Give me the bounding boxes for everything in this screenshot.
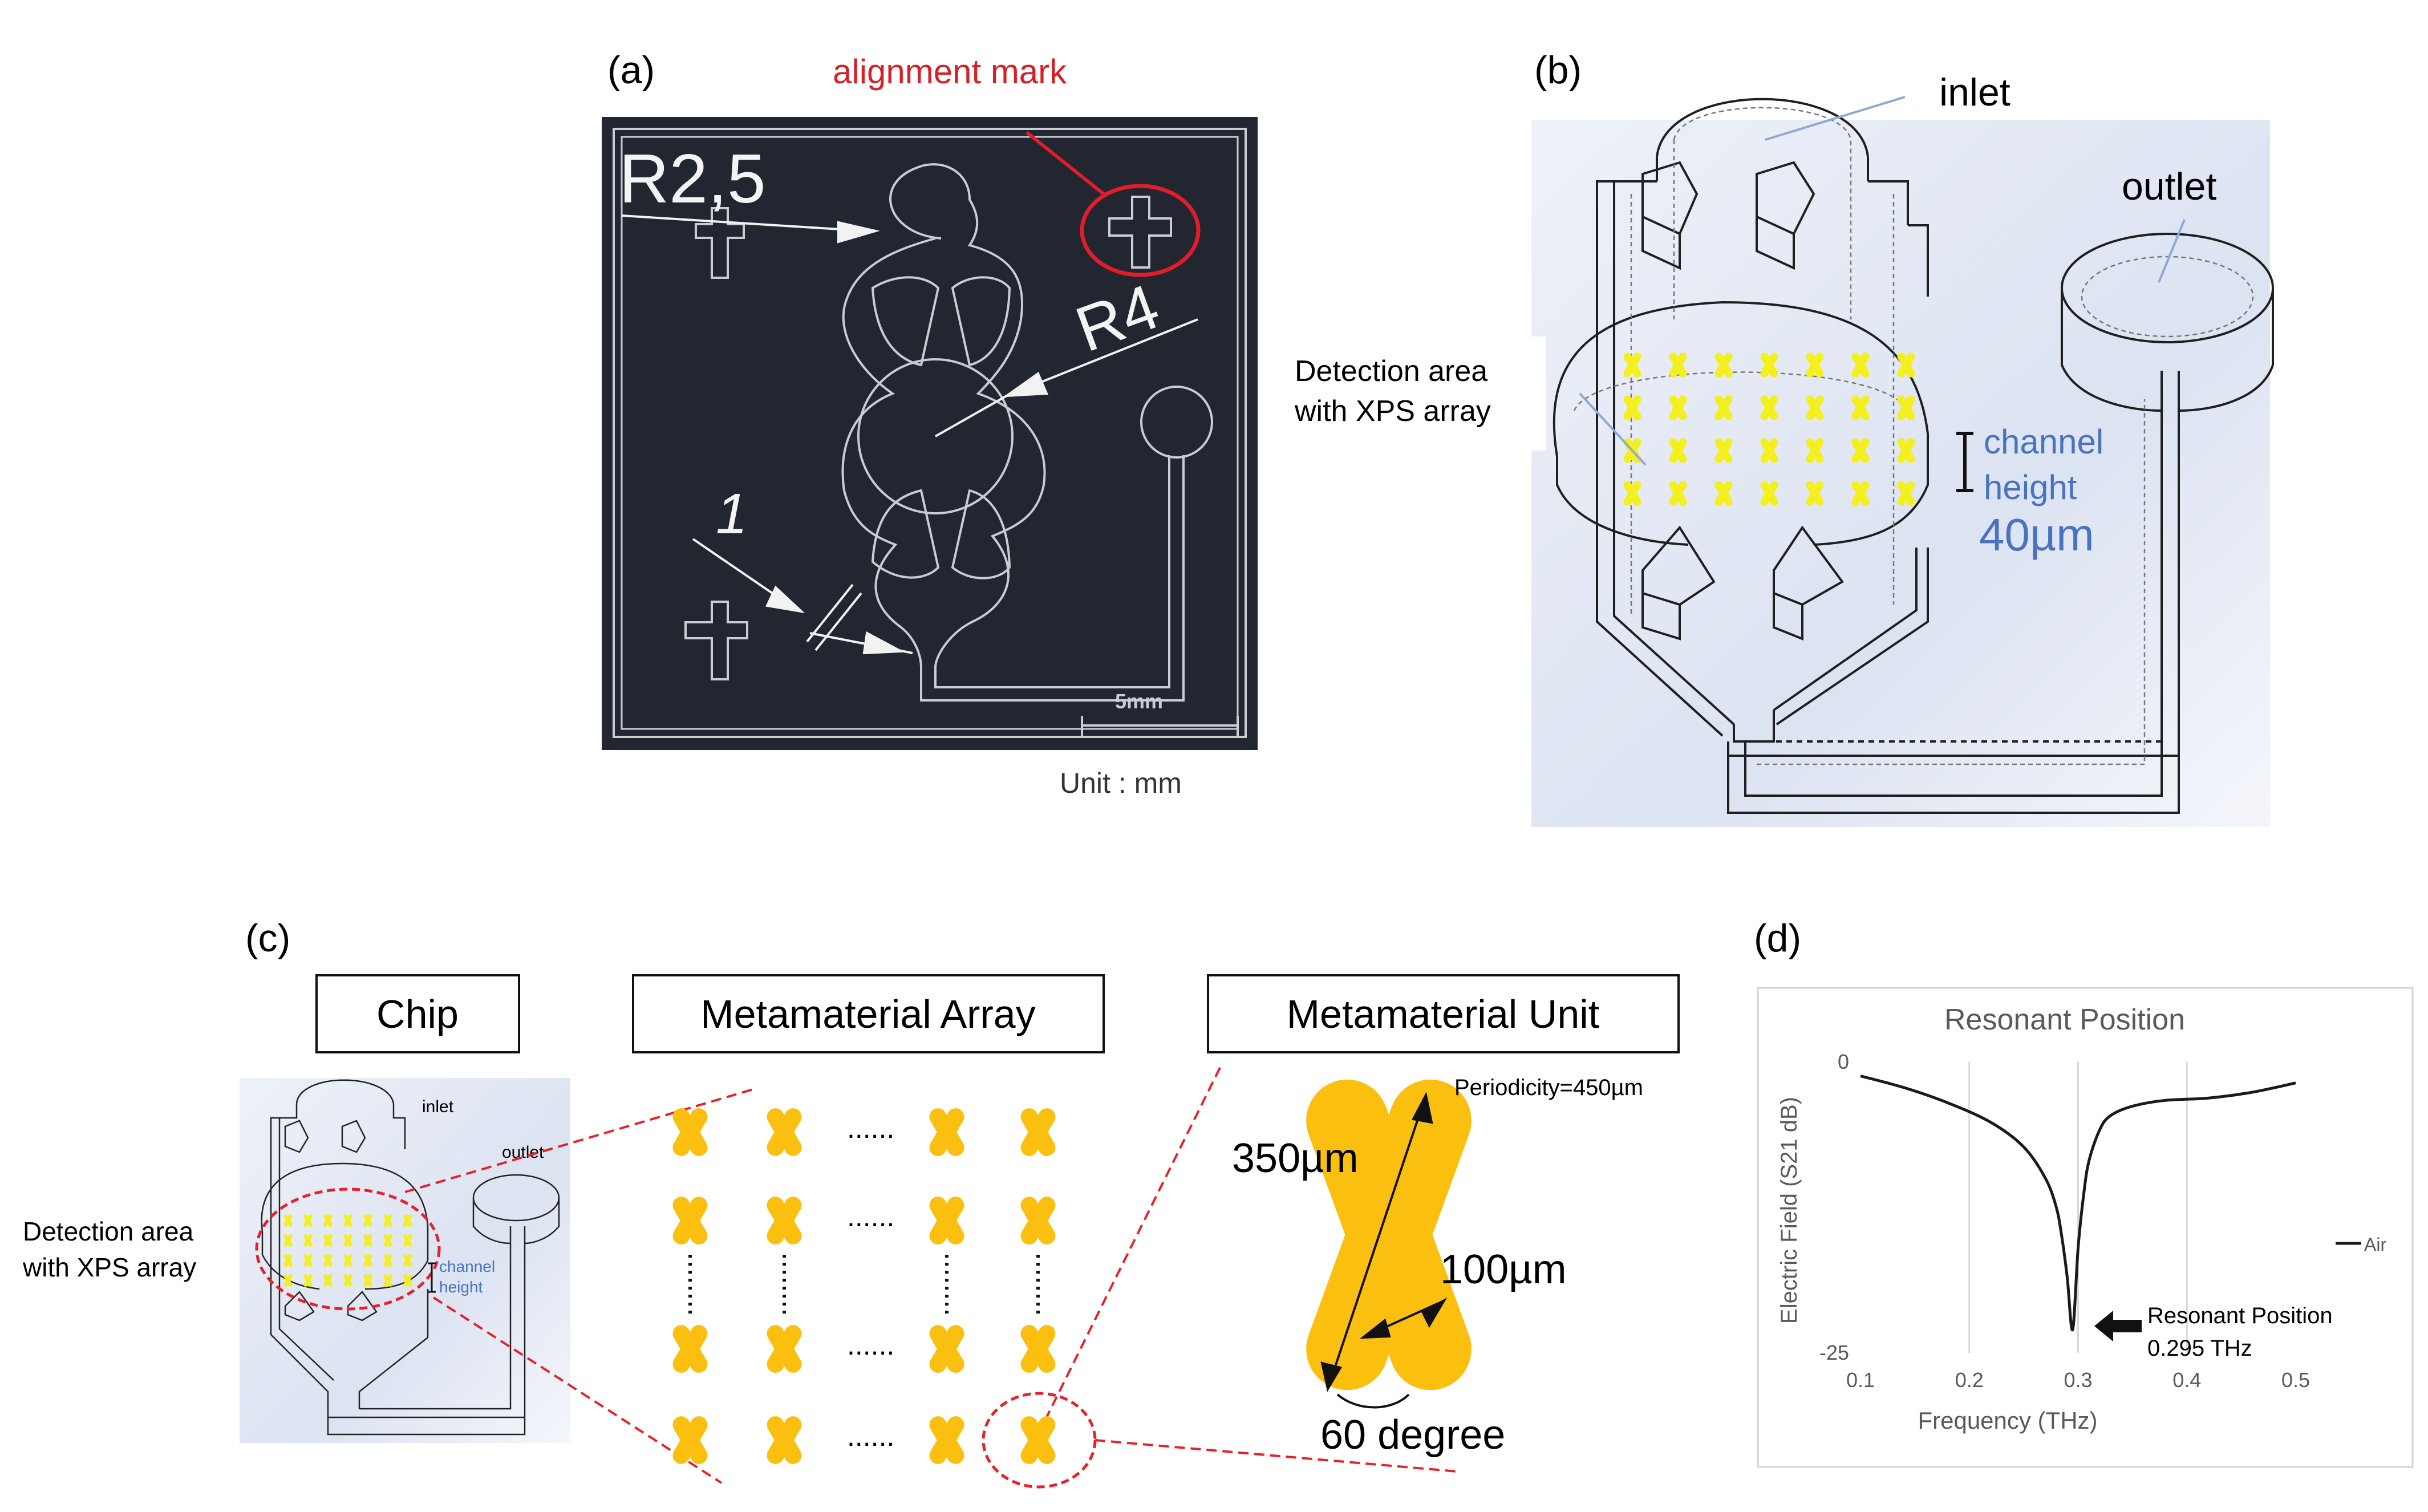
channel-outline (841, 163, 1213, 702)
detection-area-label-c-line2: with XPS array (22, 1252, 196, 1282)
array-ellipsis-row2: ...... (847, 1201, 894, 1233)
x-tick-label: 0.5 (2281, 1368, 2310, 1392)
panel-b-label: (b) (1534, 48, 1582, 92)
dim-1: 1 (716, 482, 748, 546)
chip-outline-inner (621, 136, 1239, 730)
detection-area-label-c-line1: Detection area (23, 1217, 194, 1246)
x-tick-label: 0.2 (1955, 1368, 1984, 1392)
metamaterial-unit (1306, 1079, 1472, 1391)
series-line-air (1860, 1075, 2296, 1332)
array-vertical-dots (688, 1255, 1040, 1315)
dimension-lines (621, 214, 1198, 655)
cross-mark-top-left (695, 207, 745, 279)
x-tick-label: 0.4 (2172, 1368, 2201, 1392)
height-value-b: 40µm (1979, 509, 2094, 560)
metamaterial-array (670, 1105, 1059, 1468)
panel-d: (d) Resonant Position 0 -25 0.1 0.2 0.3 … (1754, 917, 2414, 1468)
resonance-annotation-line1: Resonant Position (2147, 1303, 2333, 1328)
dim-r25: R2,5 (619, 140, 766, 217)
scale-bar (1081, 716, 1239, 736)
alignment-mark-circle (1080, 184, 1201, 277)
height-label-b: height (1984, 468, 2077, 506)
zoom-lines (404, 1066, 1458, 1484)
unit-selection-circle (982, 1392, 1097, 1489)
panel-b-background (1531, 120, 2270, 827)
cross-mark-top-right (1108, 196, 1172, 269)
mini-inlet-label: inlet (422, 1097, 454, 1116)
x-tick-label: 0.3 (2064, 1368, 2092, 1392)
resonance-arrow (2094, 1311, 2142, 1341)
alignment-mark-leader (1025, 131, 1105, 196)
mini-chip-model (261, 1079, 560, 1436)
panel-c-label: (c) (245, 917, 290, 960)
y-tick-label: 0 (1838, 1050, 1849, 1073)
array-ellipsis-row1: ...... (847, 1112, 894, 1144)
panel-b: (b) (1294, 48, 2274, 827)
width-label: 100µm (1440, 1247, 1567, 1292)
resonance-annotation-line2: 0.295 THz (2147, 1336, 2252, 1361)
chart-title: Resonant Position (1944, 1003, 2185, 1036)
angle-label: 60 degree (1320, 1412, 1505, 1458)
unit-dimension-arrows (1320, 1092, 1448, 1409)
unit-title: Metamaterial Unit (1287, 992, 1600, 1036)
length-label: 350µm (1232, 1136, 1359, 1181)
array-ellipsis-row3: ...... (847, 1329, 894, 1361)
y-tick-label: -25 (1819, 1341, 1849, 1364)
unit-label: Unit : mm (1060, 767, 1182, 799)
leader-lines-b (1579, 96, 2186, 466)
unit-title-box (1207, 974, 1680, 1053)
mini-detection-ellipse (255, 1187, 441, 1311)
channel-height-bar-b (1956, 432, 1973, 492)
x-axis-label: Frequency (THz) (1918, 1407, 2097, 1434)
y-axis-label: Electric Field (S21 dB) (1777, 1097, 1802, 1324)
array-title-box (632, 974, 1105, 1053)
alignment-mark-label: alignment mark (833, 52, 1067, 91)
chip-outline-outer (613, 128, 1247, 738)
mini-outlet-label: outlet (502, 1143, 544, 1162)
mini-height-label: height (439, 1278, 483, 1296)
chip-title-box (315, 974, 520, 1053)
chart-frame (1757, 987, 2414, 1468)
array-title: Metamaterial Array (700, 992, 1035, 1036)
legend-label-air: Air (2364, 1234, 2386, 1255)
panel-b-label-mask (1511, 337, 1546, 451)
mini-channel-label: channel (439, 1258, 495, 1275)
mini-height-bar (428, 1262, 436, 1293)
detection-area-label-b-line1: Detection area (1295, 355, 1487, 388)
panel-d-label: (d) (1754, 917, 1801, 960)
detection-area-label-b-line2: with XPS array (1294, 395, 1491, 428)
inlet-label: inlet (1939, 71, 2011, 114)
cross-mark-bottom-left (684, 601, 748, 680)
3d-chip-model (1553, 98, 2274, 814)
channel-label-b: channel (1984, 423, 2103, 461)
panel-c: (c) Chip Metamaterial Array Metamaterial… (22, 917, 1680, 1489)
x-tick-label: 0.1 (1846, 1368, 1875, 1392)
scale-bar-label: 5mm (1115, 690, 1163, 713)
panel-a-label: (a) (607, 48, 655, 92)
array-ellipsis-row4: ...... (847, 1420, 894, 1452)
outlet-label: outlet (2122, 165, 2216, 208)
chip-title: Chip (376, 992, 459, 1036)
chart-ticks: 0 -25 0.1 0.2 0.3 0.4 0.5 (1819, 1050, 2310, 1392)
panel-a: (a) alignment mark (602, 48, 1258, 799)
periodicity-label: Periodicity=450µm (1454, 1075, 1643, 1100)
